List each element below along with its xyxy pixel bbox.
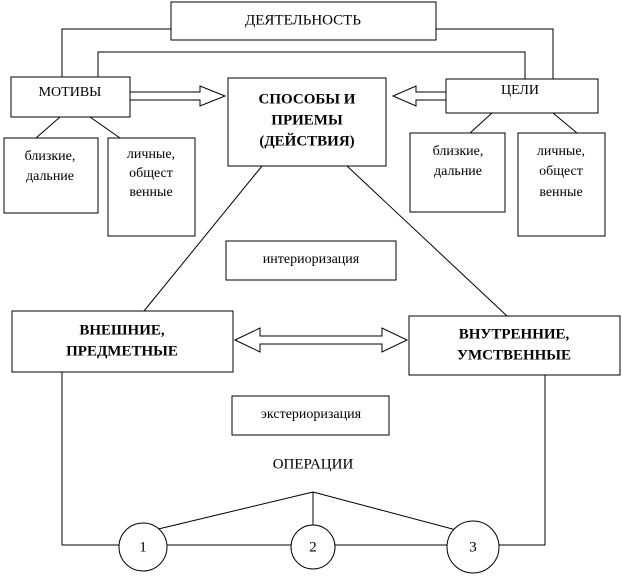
line-motives-to-personal <box>89 116 121 139</box>
internal-line-2: УМСТВЕННЫЕ <box>457 347 571 363</box>
line-methods-to-external <box>143 165 263 312</box>
line-methods-to-internal <box>346 165 508 317</box>
interiorization-label: интериоризация <box>263 252 360 267</box>
line-goals-to-personal <box>552 112 578 134</box>
line-motives-goals-bridge <box>97 51 526 79</box>
operation-node-3-label: 3 <box>469 539 477 555</box>
arrow-goals-to-methods <box>391 85 447 107</box>
motives-personal-line-2: общест <box>129 166 173 181</box>
exteriorization-label: экстериоризация <box>261 407 362 422</box>
activity-label: ДЕЯТЕЛЬНОСТЬ <box>245 12 361 28</box>
line-activity-to-goals <box>436 28 554 80</box>
operation-node-1-label: 1 <box>139 539 147 555</box>
connector-lines <box>35 28 578 546</box>
methods-line-3: (ДЕЙСТВИЯ) <box>259 132 354 149</box>
goals-personal-box <box>517 132 606 237</box>
operation-node-2 <box>290 524 336 570</box>
goals-near-line-1: близкие, <box>433 144 484 159</box>
goals-label: ЦЕЛИ <box>501 83 539 98</box>
methods-line-2: ПРИЕМЫ <box>271 112 343 128</box>
operation-node-1 <box>118 522 168 572</box>
methods-line-1: СПОСОБЫ И <box>259 91 356 107</box>
internal-box <box>408 315 621 376</box>
motives-label: МОТИВЫ <box>39 85 102 100</box>
motives-near-line-2: дальние <box>26 169 74 184</box>
external-line-1: ВНЕШНИЕ, <box>79 322 164 338</box>
motives-personal-box <box>107 137 196 237</box>
activity-box <box>170 1 437 41</box>
operation-nodes <box>118 520 500 574</box>
external-line-2: ПРЕДМЕТНЫЕ <box>66 343 178 359</box>
external-box <box>11 310 234 373</box>
exteriorization-box <box>231 395 390 436</box>
goals-near-line-2: дальние <box>434 164 482 179</box>
arrow-motives-to-methods <box>129 85 227 107</box>
operation-node-3 <box>446 520 500 574</box>
motives-near-box <box>3 137 99 214</box>
goals-personal-line-2: общест <box>539 164 583 179</box>
motives-box <box>10 76 131 118</box>
methods-box <box>227 77 387 167</box>
line-motives-to-near <box>35 116 61 139</box>
operation-node-2-label: 2 <box>309 539 317 555</box>
double-arrow-external-internal <box>233 327 409 353</box>
motives-personal-line-3: венные <box>129 185 172 200</box>
line-operations-to-1 <box>149 491 314 532</box>
motives-near-line-1: близкие, <box>25 149 76 164</box>
operations-label: ОПЕРАЦИИ <box>273 456 354 472</box>
goals-personal-line-1: личные, <box>537 144 585 159</box>
line-goals-to-near <box>469 112 493 134</box>
motives-personal-line-1: личные, <box>127 147 175 162</box>
interiorization-box <box>225 240 397 281</box>
line-operations-to-3 <box>312 491 461 532</box>
goals-personal-line-3: венные <box>539 185 582 200</box>
internal-line-1: ВНУТРЕННИЕ, <box>459 326 570 342</box>
goals-near-box <box>409 132 506 213</box>
line-activity-to-motives <box>61 28 171 80</box>
